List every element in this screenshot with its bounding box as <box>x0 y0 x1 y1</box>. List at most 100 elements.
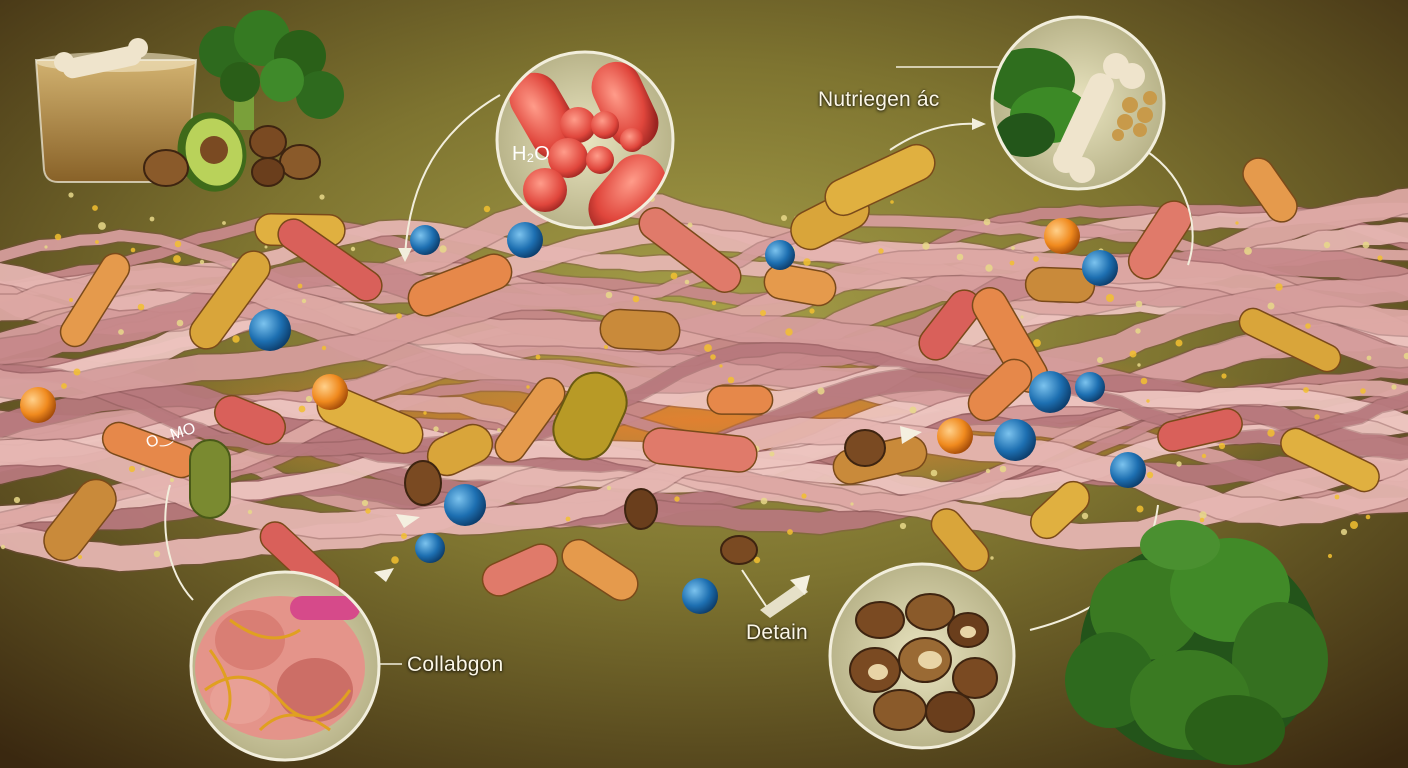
particle <box>69 298 73 302</box>
nutrient-label: Nutriegen ác <box>818 88 940 111</box>
blue-molecule <box>410 225 440 255</box>
blue-molecule <box>682 578 718 614</box>
arrow-icon <box>374 568 394 582</box>
particle <box>890 200 894 204</box>
bacterium <box>763 263 837 307</box>
orange-molecule <box>937 418 973 454</box>
blue-molecule <box>507 222 543 258</box>
particle <box>719 364 723 368</box>
particle <box>1267 429 1275 437</box>
particle <box>1097 357 1103 363</box>
blue-molecule <box>415 533 445 563</box>
particle <box>1199 511 1207 519</box>
particle <box>684 279 690 285</box>
avocado-icon <box>177 112 247 192</box>
particle <box>153 550 161 558</box>
blue-molecule <box>249 309 291 351</box>
particle <box>604 345 608 349</box>
particle <box>1081 512 1089 520</box>
particle <box>985 468 991 474</box>
particle <box>565 516 571 522</box>
nuts-icon <box>849 593 998 733</box>
particle <box>1221 373 1227 379</box>
particle <box>801 493 807 499</box>
particle <box>54 233 62 241</box>
particle <box>68 192 74 198</box>
particle <box>760 310 766 316</box>
bacterium <box>824 143 936 217</box>
particle <box>13 496 21 504</box>
particle <box>1366 355 1372 361</box>
walnut-icon <box>844 429 886 467</box>
particle <box>674 496 680 502</box>
particle <box>999 465 1007 473</box>
particle <box>1334 494 1340 500</box>
particle <box>1377 255 1383 261</box>
particle <box>176 319 184 327</box>
particle <box>1136 505 1144 513</box>
particle <box>535 354 541 360</box>
bacterium <box>494 377 566 463</box>
blue-molecule <box>444 484 486 526</box>
particle <box>1146 471 1154 479</box>
broccoli-icon <box>199 10 344 130</box>
particle <box>787 529 793 535</box>
particle <box>983 218 991 226</box>
particle <box>930 469 938 477</box>
bacterium <box>189 250 271 350</box>
particle <box>174 240 182 248</box>
fiber-strand <box>0 273 1408 400</box>
particle <box>803 258 811 266</box>
arrow-icon <box>972 118 986 130</box>
particle <box>1218 442 1226 450</box>
particle <box>769 451 775 457</box>
particle <box>606 485 612 491</box>
nut-chunks <box>189 371 886 565</box>
bacterium <box>1238 307 1342 373</box>
particle <box>1235 221 1239 225</box>
bacterium <box>277 218 383 302</box>
particle <box>77 554 83 560</box>
particle <box>169 477 175 483</box>
particle <box>321 345 327 351</box>
particle <box>396 313 402 319</box>
collagen-label: Collabgon <box>407 653 504 676</box>
molecule-layer <box>20 218 1146 614</box>
bacterium <box>561 538 639 602</box>
particle <box>1365 514 1371 520</box>
particle <box>98 222 106 230</box>
particle <box>985 264 993 272</box>
particle <box>850 502 854 506</box>
particle <box>1391 384 1397 390</box>
particle <box>137 303 145 311</box>
particle <box>1327 553 1333 559</box>
particle <box>95 240 99 244</box>
walnut-icon <box>143 125 321 187</box>
bacterium <box>43 478 117 562</box>
arrow-icon <box>889 122 979 151</box>
particle <box>710 354 716 360</box>
textured-bacterium <box>552 371 628 461</box>
particle <box>1201 453 1207 459</box>
particle <box>222 221 226 225</box>
particle <box>1175 339 1183 347</box>
blue-molecule <box>1082 250 1118 286</box>
particle <box>1135 328 1141 334</box>
particle <box>1350 521 1358 529</box>
bacterium <box>967 358 1033 422</box>
bacterium <box>638 207 742 293</box>
particle <box>1033 339 1041 347</box>
particle <box>526 385 530 389</box>
bacterium <box>1030 480 1090 540</box>
particle <box>753 556 761 564</box>
particle <box>305 395 313 403</box>
arrow-icon <box>398 248 412 262</box>
arrow-icon <box>760 582 808 618</box>
blue-molecule <box>994 419 1036 461</box>
particle <box>1020 315 1024 319</box>
arrow-icon <box>404 94 501 256</box>
spinach-icon <box>1065 520 1328 765</box>
red-cell-inset: H₂O <box>495 50 675 230</box>
bacterium <box>1127 200 1193 280</box>
